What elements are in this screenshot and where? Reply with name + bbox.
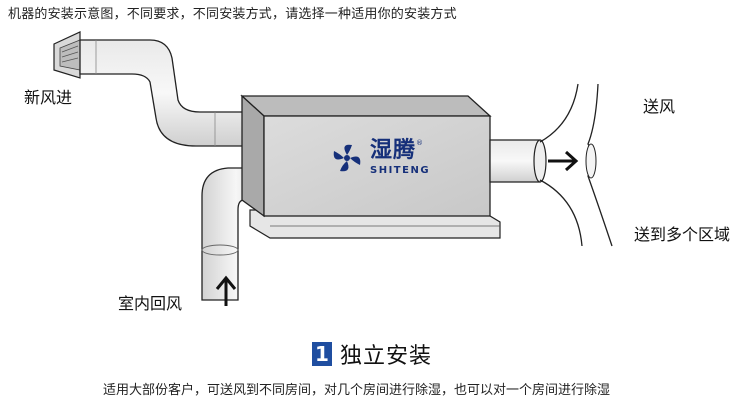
brand-name-cn: 湿腾 (370, 138, 417, 163)
logo-fan-icon (333, 144, 361, 172)
arrow-up-icon (215, 275, 237, 306)
branch-splitter (539, 83, 613, 247)
brand-name-en: SHITENG (370, 165, 431, 176)
multiple-zones-label: 送到多个区域 (634, 225, 731, 244)
brand-logo: 湿腾® SHITENG (330, 140, 430, 176)
dehumidifier-unit (240, 94, 492, 218)
arrow-right-icon (548, 150, 579, 172)
section-number-badge: 1 (312, 342, 332, 366)
section-title: 1 独立安装 (312, 338, 432, 370)
bottom-caption: 适用大部份客户，可送风到不同房间，对几个房间进行除湿，也可以对一个房间进行除湿 (103, 383, 611, 398)
top-caption: 机器的安装示意图，不同要求，不同安装方式，请选择一种适用你的安装方式 (8, 7, 457, 22)
supply-duct (489, 139, 541, 183)
registered-mark: ® (416, 139, 424, 147)
section-title-text: 独立安装 (340, 344, 433, 369)
indoor-return-air-label: 室内回风 (118, 294, 183, 313)
fresh-air-duct (79, 39, 259, 147)
hood-icon (53, 31, 81, 79)
fresh-air-in-label: 新风进 (24, 88, 73, 107)
supply-air-label: 送风 (643, 97, 676, 116)
